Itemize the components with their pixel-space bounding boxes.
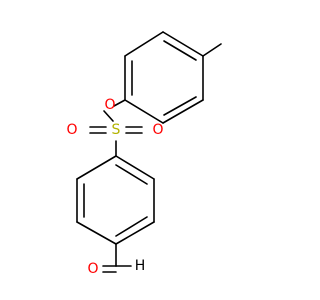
bond — [115, 221, 155, 245]
oxygen-ester-label: O — [104, 97, 115, 113]
benzaldehyde-ring — [76, 155, 155, 245]
double-bond-inner — [115, 216, 148, 237]
double-bond-inner — [163, 96, 197, 116]
oxygen-right-label: O — [152, 122, 163, 138]
oxygen-left-label: O — [66, 122, 77, 138]
methyl-bond — [202, 43, 222, 57]
hydrogen-aldehyde-label: H — [135, 258, 146, 274]
bond — [162, 99, 204, 124]
oxygen-aldehyde-label: O — [87, 261, 98, 277]
double-bond-inner — [115, 164, 148, 185]
bond — [124, 31, 164, 57]
bond — [115, 155, 155, 180]
bond — [76, 221, 117, 245]
tolyl-ring — [124, 31, 204, 124]
bond — [113, 99, 126, 107]
bond — [76, 155, 117, 180]
sulfur-label: S — [112, 122, 121, 138]
chemical-structure: O S O O O H — [66, 31, 222, 277]
bond — [103, 110, 114, 122]
bond — [124, 99, 164, 124]
double-bond-inner — [163, 40, 197, 61]
bond — [162, 31, 204, 57]
